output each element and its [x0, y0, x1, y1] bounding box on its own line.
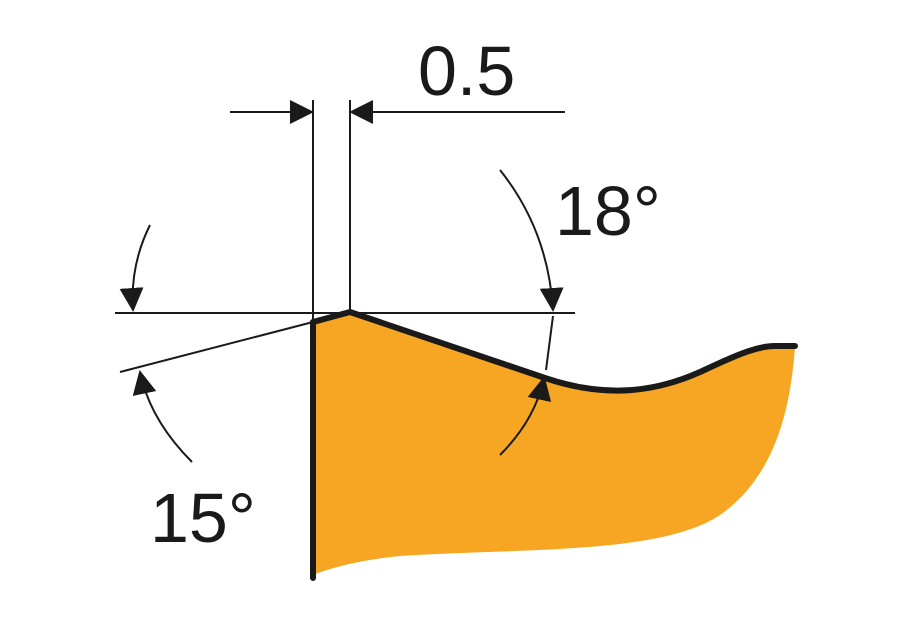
angle-15-arc-lower: [132, 370, 193, 463]
angle-label-18: 18°: [555, 172, 661, 250]
angle-15-arc-upper: [119, 224, 151, 312]
angle-18-arc-lower: [499, 376, 552, 456]
dimension-label-0-5: 0.5: [418, 32, 515, 110]
angle-15-lead-line: [119, 321, 314, 373]
angle-label-15: 15°: [150, 479, 256, 557]
cutting-edge-outline: [310, 309, 798, 581]
angle-18-arc-through: [545, 315, 554, 371]
tool-profile-body: [313, 312, 795, 575]
angle-18-arc-upper: [499, 169, 564, 312]
